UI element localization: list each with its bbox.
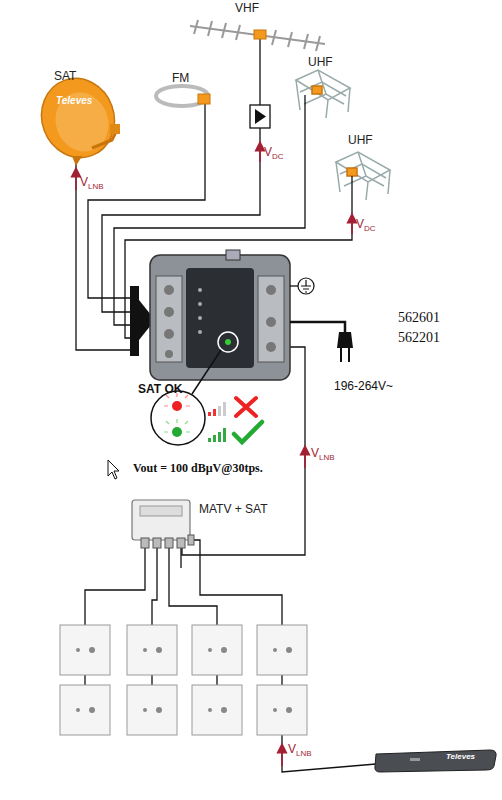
node-label: MATV + SAT [199,503,268,515]
socket-port [89,647,95,653]
fm-antenna [156,86,210,106]
tv-socket [192,685,242,735]
wall-sockets [60,625,307,735]
matv-sat-splitter [132,500,194,548]
node-label: UHF [348,134,373,146]
antenna-label-box: UHF [348,134,373,146]
mains-voltage: 196-264V~ [334,380,393,392]
socket-port [221,707,227,713]
status-label: SAT OK [138,383,182,395]
model-number: 562601 [398,311,440,325]
voltage-label: V [288,743,296,755]
socket-port [76,708,80,712]
tv-socket [127,685,177,735]
brand-logo: Televes [446,753,475,761]
tv-socket [60,625,110,675]
socket-port [208,648,212,652]
tv-socket [60,685,110,735]
tv-socket [257,685,307,735]
socket-port [156,647,162,653]
sat-ok-callout [108,350,262,479]
voltage-subscript: DC [272,153,284,161]
voltage-subscript: DC [364,225,376,233]
node-label: SAT [54,70,76,82]
socket-port [221,647,227,653]
voltage-label: V [356,218,364,230]
socket-port [286,707,292,713]
tv-socket [257,625,307,675]
antenna-label-box: MATV + SAT [199,503,268,515]
tv-socket [192,625,242,675]
socket-port [273,648,277,652]
antenna-label-box: UHF [308,56,333,68]
voltage-label: V [264,146,272,158]
brand-logo: Televes [56,96,92,106]
socket-port [208,708,212,712]
model-number: 562201 [398,331,440,345]
tv-socket [127,625,177,675]
socket-port [76,648,80,652]
voltage-label: V [80,176,88,188]
voltage-subscript: LNB [319,454,335,462]
voltage-arrows [76,146,352,766]
voltage-label: V [311,447,319,459]
antenna-label-box: SAT Televes [40,70,93,106]
antenna-cables [76,104,376,772]
node-label: UHF [308,56,333,68]
node-label: FM [172,72,189,84]
antenna-label-box: Televes [446,753,476,761]
socket-port [89,707,95,713]
socket-port [143,708,147,712]
antenna-label-box: VHF [235,2,259,14]
uhf-antennas [296,70,390,200]
socket-port [143,648,147,652]
satellite-receiver [375,750,496,772]
antenna-label-box: FM [172,72,190,84]
socket-port [273,708,277,712]
socket-port [286,647,292,653]
node-label: VHF [235,2,259,14]
output-level-note: Vout = 100 dBμV@30tps. [133,462,263,474]
satellite-dish [30,68,125,168]
socket-port [156,707,162,713]
vhf-antenna [190,20,325,128]
voltage-subscript: LNB [296,750,312,758]
headend-amplifier [130,250,353,380]
voltage-subscript: LNB [88,183,104,191]
